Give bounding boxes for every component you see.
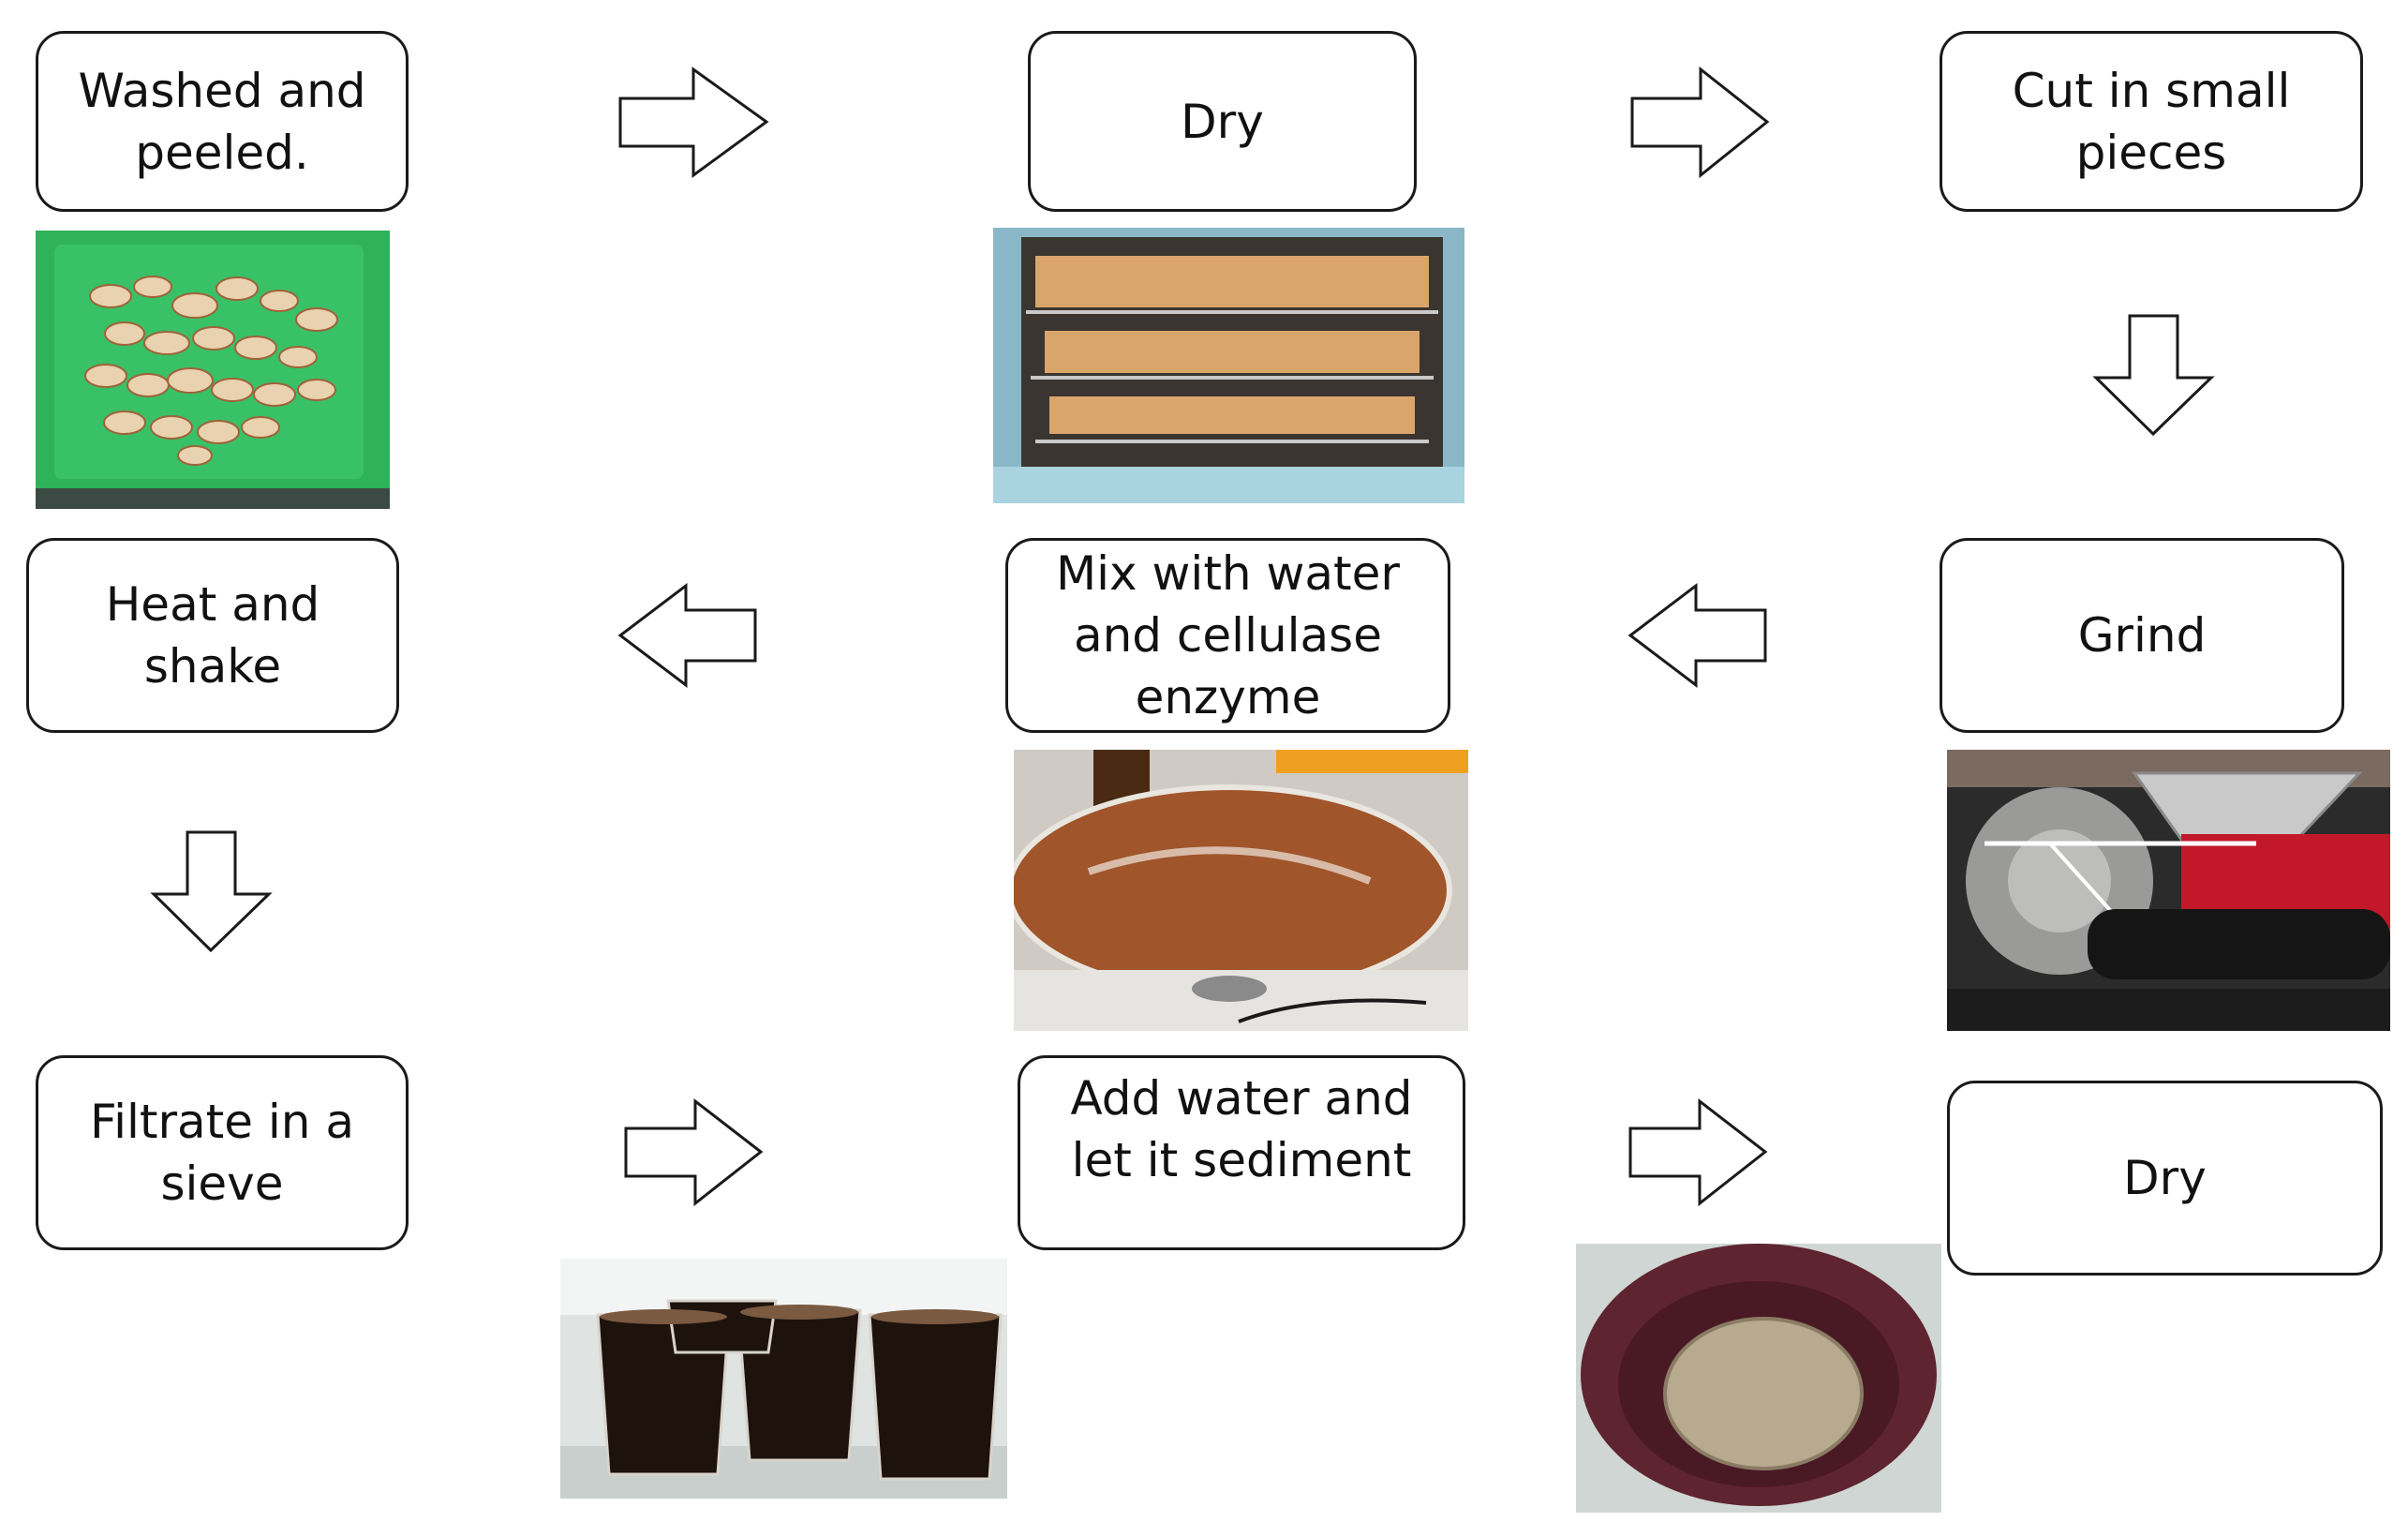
step-label: Grind <box>2077 608 2207 663</box>
step-label: Heat and shake <box>105 577 320 694</box>
photo-cups-sediment <box>560 1259 1007 1499</box>
step-label: Cut in small pieces <box>2012 63 2291 180</box>
photo-grinder <box>1947 750 2390 1031</box>
photo-peeled-slices <box>36 231 390 509</box>
step-washed-and-peeled: Washed and peeled. <box>36 31 409 212</box>
step-filtrate-in-a-sieve: Filtrate in a sieve <box>36 1055 409 1250</box>
step-add-water-and-sediment: Add water and let it sediment <box>1018 1055 1465 1250</box>
arrow-left-icon <box>617 582 757 689</box>
step-cut-in-small-pieces: Cut in small pieces <box>1940 31 2363 212</box>
step-dry-2: Dry <box>1947 1081 2383 1276</box>
arrow-down-icon <box>150 830 273 953</box>
step-label: Washed and peeled. <box>78 63 366 180</box>
photo-powder-bowl <box>1576 1244 1941 1513</box>
step-label: Add water and let it sediment <box>1070 1071 1413 1187</box>
photo-flask-stirrer <box>1014 750 1468 1031</box>
step-label: Filtrate in a sieve <box>89 1095 355 1211</box>
step-label: Dry <box>1181 94 1264 149</box>
step-heat-and-shake: Heat and shake <box>26 538 399 733</box>
photo-oven-racks <box>993 228 1464 503</box>
step-label: Mix with water and cellulase enzyme <box>1056 546 1400 724</box>
arrow-right-icon <box>1628 1097 1768 1207</box>
step-dry-1: Dry <box>1028 31 1417 212</box>
step-grind: Grind <box>1940 538 2344 733</box>
arrow-left-icon <box>1628 582 1767 689</box>
arrow-right-icon <box>1630 66 1770 179</box>
step-label: Dry <box>2123 1151 2207 1205</box>
arrow-right-icon <box>618 67 769 178</box>
arrow-right-icon <box>624 1097 764 1207</box>
step-mix-with-water-and-cellulase: Mix with water and cellulase enzyme <box>1005 538 1450 733</box>
arrow-down-icon <box>2092 314 2215 437</box>
